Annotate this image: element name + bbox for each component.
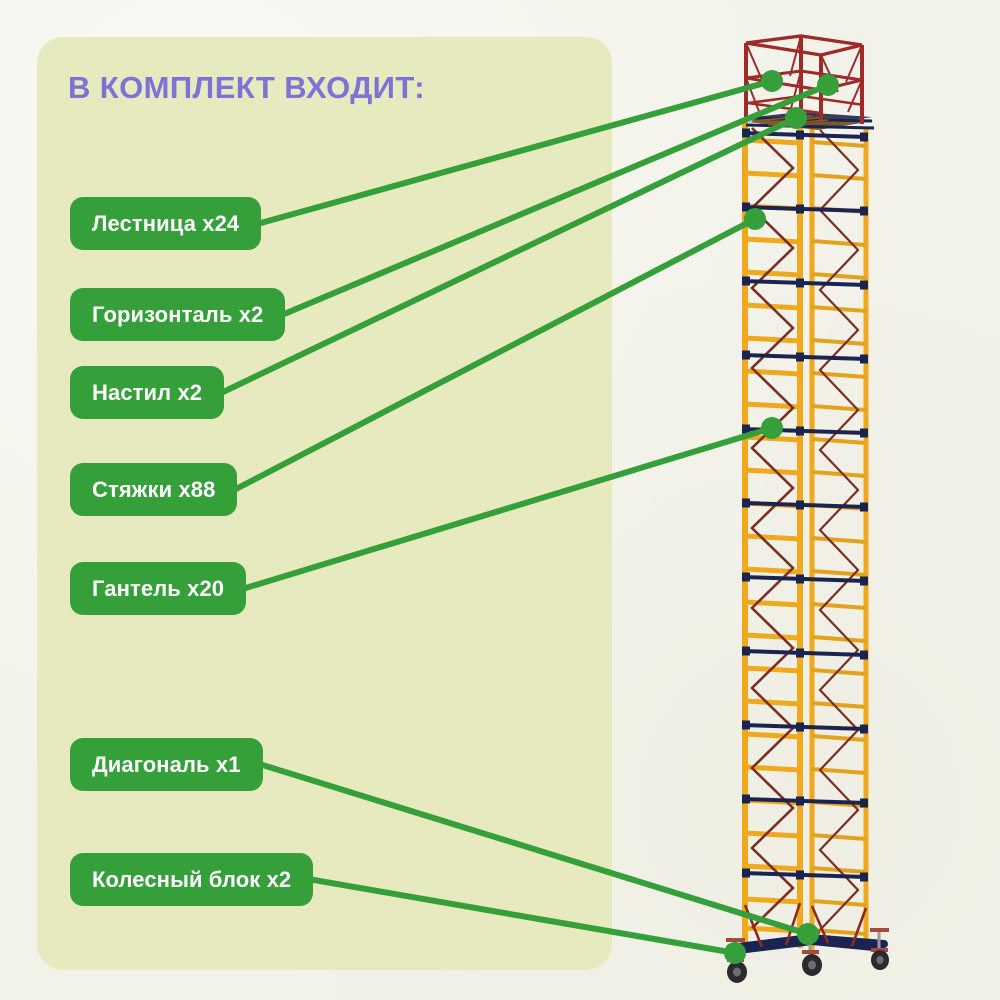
component-badge[interactable]: Горизонталь x2 xyxy=(70,288,286,341)
tower-front-column xyxy=(742,122,803,952)
component-badge-label: Колесный блок x2 xyxy=(92,866,292,892)
wheel-unit xyxy=(870,928,889,970)
tower-base-frame xyxy=(726,902,889,983)
component-badge-label: Гантель x20 xyxy=(92,575,225,601)
page-title: В КОМПЛЕКТ ВХОДИТ: xyxy=(68,70,426,105)
component-badge[interactable]: Диагональ x1 xyxy=(70,738,263,791)
component-badge-label: Горизонталь x2 xyxy=(92,301,264,327)
tower-top-guardrail xyxy=(744,34,865,124)
component-badge[interactable]: Лестница x24 xyxy=(70,197,262,250)
component-badge-label: Диагональ x1 xyxy=(92,751,241,777)
tower-work-deck xyxy=(743,112,875,130)
component-badge-label: Настил x2 xyxy=(92,379,203,405)
component-badge[interactable]: Стяжки x88 xyxy=(70,463,238,516)
component-badge-label: Стяжки x88 xyxy=(92,476,216,502)
tower-back-column xyxy=(809,125,869,950)
component-badge[interactable]: Гантель x20 xyxy=(70,562,247,615)
component-badge-label: Лестница x24 xyxy=(92,210,240,236)
component-badge[interactable]: Колесный блок x2 xyxy=(70,853,314,906)
component-badge[interactable]: Настил x2 xyxy=(70,366,225,419)
